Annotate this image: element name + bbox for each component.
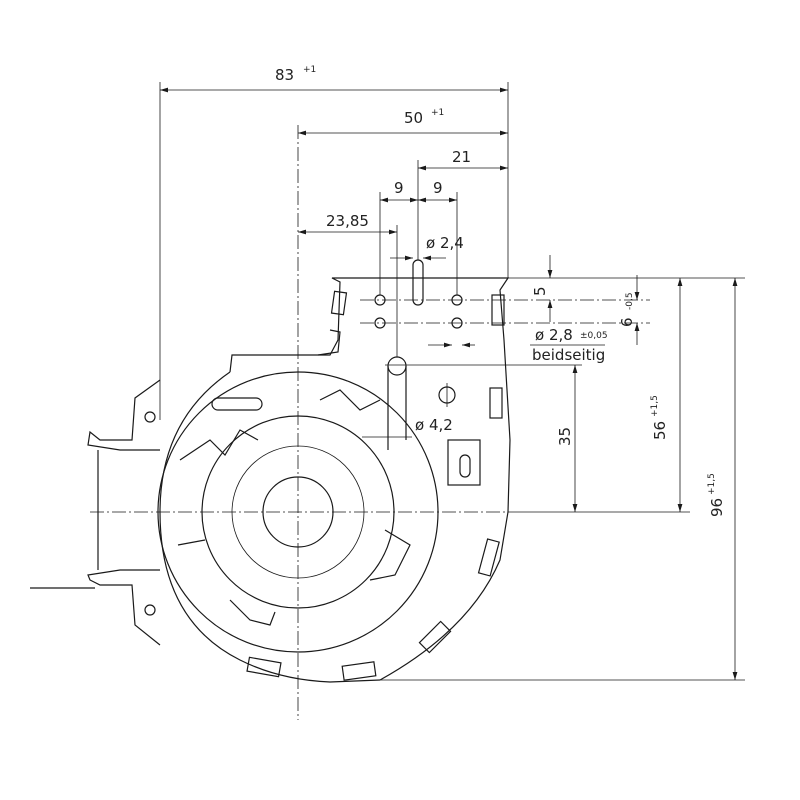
- dim-9b: 9: [433, 179, 443, 197]
- dim-9a: 9: [394, 179, 404, 197]
- svg-text:+1: +1: [431, 108, 444, 118]
- svg-text:+1,5: +1,5: [707, 473, 717, 495]
- dim-35: 35: [556, 427, 574, 446]
- blower-housing: [30, 259, 511, 683]
- svg-text:+1: +1: [303, 65, 316, 75]
- dim-5: 5: [531, 286, 549, 296]
- dim-hole-2-8: ø 2,8: [535, 326, 573, 344]
- svg-text:±0,05: ±0,05: [580, 331, 608, 341]
- dim-6: 6: [618, 317, 636, 327]
- dim-96: 96: [708, 498, 726, 517]
- dimension-lines: [160, 87, 738, 680]
- dim-23-85: 23,85: [326, 212, 369, 230]
- svg-text:-0,5: -0,5: [625, 292, 635, 310]
- extension-lines: [159, 82, 745, 681]
- dim-21: 21: [452, 148, 471, 166]
- dim-83: 83: [275, 66, 294, 84]
- svg-text:+1,5: +1,5: [650, 395, 660, 417]
- dim-56: 56: [651, 421, 669, 440]
- dim-50: 50: [404, 109, 423, 127]
- dim-hole-2-4: ø 2,4: [426, 234, 464, 252]
- dimension-labels: 83 +1 50 +1 21 9 9 23,85 ø 2,4 5 6 -0,5 …: [275, 65, 726, 517]
- both-sides-note: beidseitig: [532, 346, 605, 364]
- centerlines: [90, 125, 650, 720]
- dim-hole-4-2: ø 4,2: [415, 416, 453, 434]
